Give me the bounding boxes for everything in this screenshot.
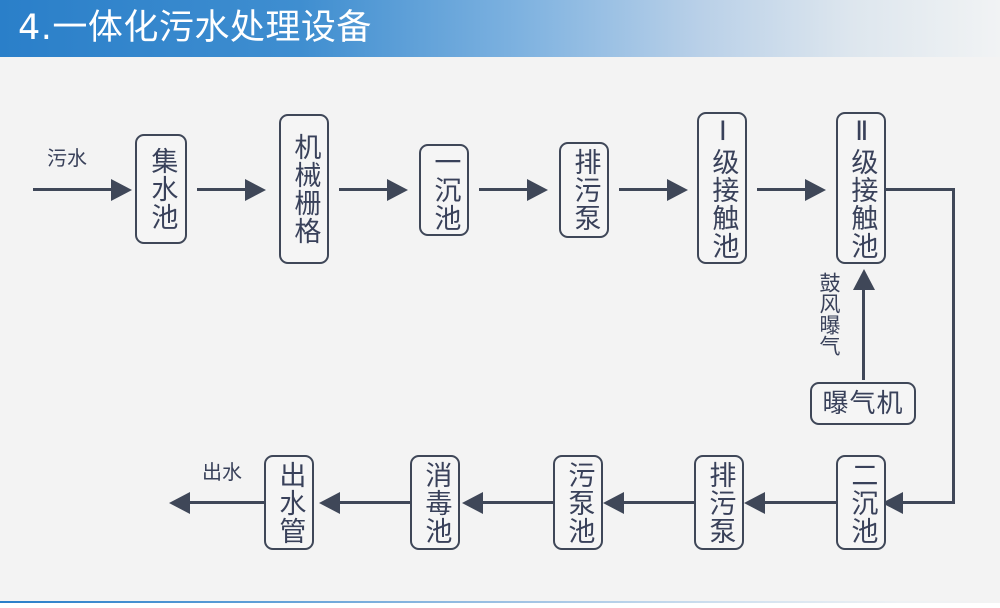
connector-pump-to-contact1 xyxy=(619,188,671,191)
node-aerator-label: 曝气机 xyxy=(822,388,904,419)
connector-collection-to-grid xyxy=(197,188,249,191)
arrow-outlet xyxy=(169,491,190,514)
node-outlet-pipe[interactable]: 出水管 xyxy=(264,455,314,550)
node-mechanical-grid-label: 机械栅格 xyxy=(289,133,321,245)
page-title: 4.一体化污水处理设备 xyxy=(18,8,372,48)
node-collection-tank-label: 集水池 xyxy=(146,147,178,231)
arrow-aerator-to-contact2 xyxy=(852,269,875,290)
arrow-secondary-to-pump2 xyxy=(744,491,765,514)
connector-sludge-to-disinfection xyxy=(483,500,554,504)
node-mechanical-grid[interactable]: 机械栅格 xyxy=(279,114,329,264)
arrow-sludge-to-disinfection xyxy=(462,491,483,514)
node-contact-tank-1[interactable]: Ⅰ级接触池 xyxy=(697,112,747,264)
connector-pump2-to-sludge xyxy=(624,500,695,504)
arrow-pump2-to-sludge xyxy=(603,491,624,514)
node-contact-tank-2-label: Ⅱ级接触池 xyxy=(846,116,878,260)
inlet-label: 污水 xyxy=(47,146,87,170)
node-contact-tank-2[interactable]: Ⅱ级接触池 xyxy=(836,112,886,264)
node-sewage-pump-2[interactable]: 排污泵 xyxy=(694,455,744,550)
node-outlet-pipe-label: 出水管 xyxy=(274,460,306,545)
aeration-label: 鼓风曝气 xyxy=(817,272,842,356)
node-sewage-pump-2-label: 排污泵 xyxy=(704,460,736,545)
connector-right-down xyxy=(952,188,955,502)
arrow-collection-to-grid xyxy=(245,178,266,201)
node-sewage-pump[interactable]: 排污泵 xyxy=(559,142,609,238)
connector-inlet-line xyxy=(33,188,115,191)
connector-disinfection-to-outlet xyxy=(340,500,411,504)
node-aerator[interactable]: 曝气机 xyxy=(810,382,916,425)
arrow-primary-to-pump xyxy=(527,178,548,201)
connector-grid-to-primary xyxy=(339,188,391,191)
connector-outlet-line xyxy=(190,500,264,504)
footer-rule xyxy=(0,601,1000,603)
connector-secondary-to-pump2 xyxy=(765,500,837,504)
connector-contact1-to-contact2 xyxy=(757,188,809,191)
header-band xyxy=(0,0,1000,57)
connector-aerator-up xyxy=(862,290,865,380)
arrow-right-to-secondary xyxy=(882,491,903,514)
arrow-contact1-to-contact2 xyxy=(805,178,826,201)
connector-primary-to-pump xyxy=(479,188,531,191)
node-disinfection-tank-label: 消毒池 xyxy=(420,460,452,545)
node-sludge-pump-tank[interactable]: 污泵池 xyxy=(553,455,603,550)
arrow-disinfection-to-outlet xyxy=(319,491,340,514)
node-disinfection-tank[interactable]: 消毒池 xyxy=(410,455,460,550)
node-secondary-sedimentation-tank-label: 二沉池 xyxy=(846,460,878,545)
node-secondary-sedimentation-tank[interactable]: 二沉池 xyxy=(836,455,886,550)
node-primary-sedimentation-tank[interactable]: 一沉池 xyxy=(419,144,469,236)
node-contact-tank-1-label: Ⅰ级接触池 xyxy=(707,116,739,260)
arrow-pump-to-contact1 xyxy=(667,178,688,201)
connector-right-to-secondary xyxy=(903,500,955,504)
arrow-grid-to-primary xyxy=(387,178,408,201)
node-sewage-pump-label: 排污泵 xyxy=(569,148,601,232)
outlet-label: 出水 xyxy=(202,460,242,484)
node-sludge-pump-tank-label: 污泵池 xyxy=(563,460,595,545)
node-primary-sedimentation-tank-label: 一沉池 xyxy=(429,148,461,232)
arrow-inlet-to-collection-tank xyxy=(111,178,132,201)
node-collection-tank[interactable]: 集水池 xyxy=(135,134,187,244)
connector-contact2-right xyxy=(886,188,955,191)
footer-pad xyxy=(0,603,1000,608)
